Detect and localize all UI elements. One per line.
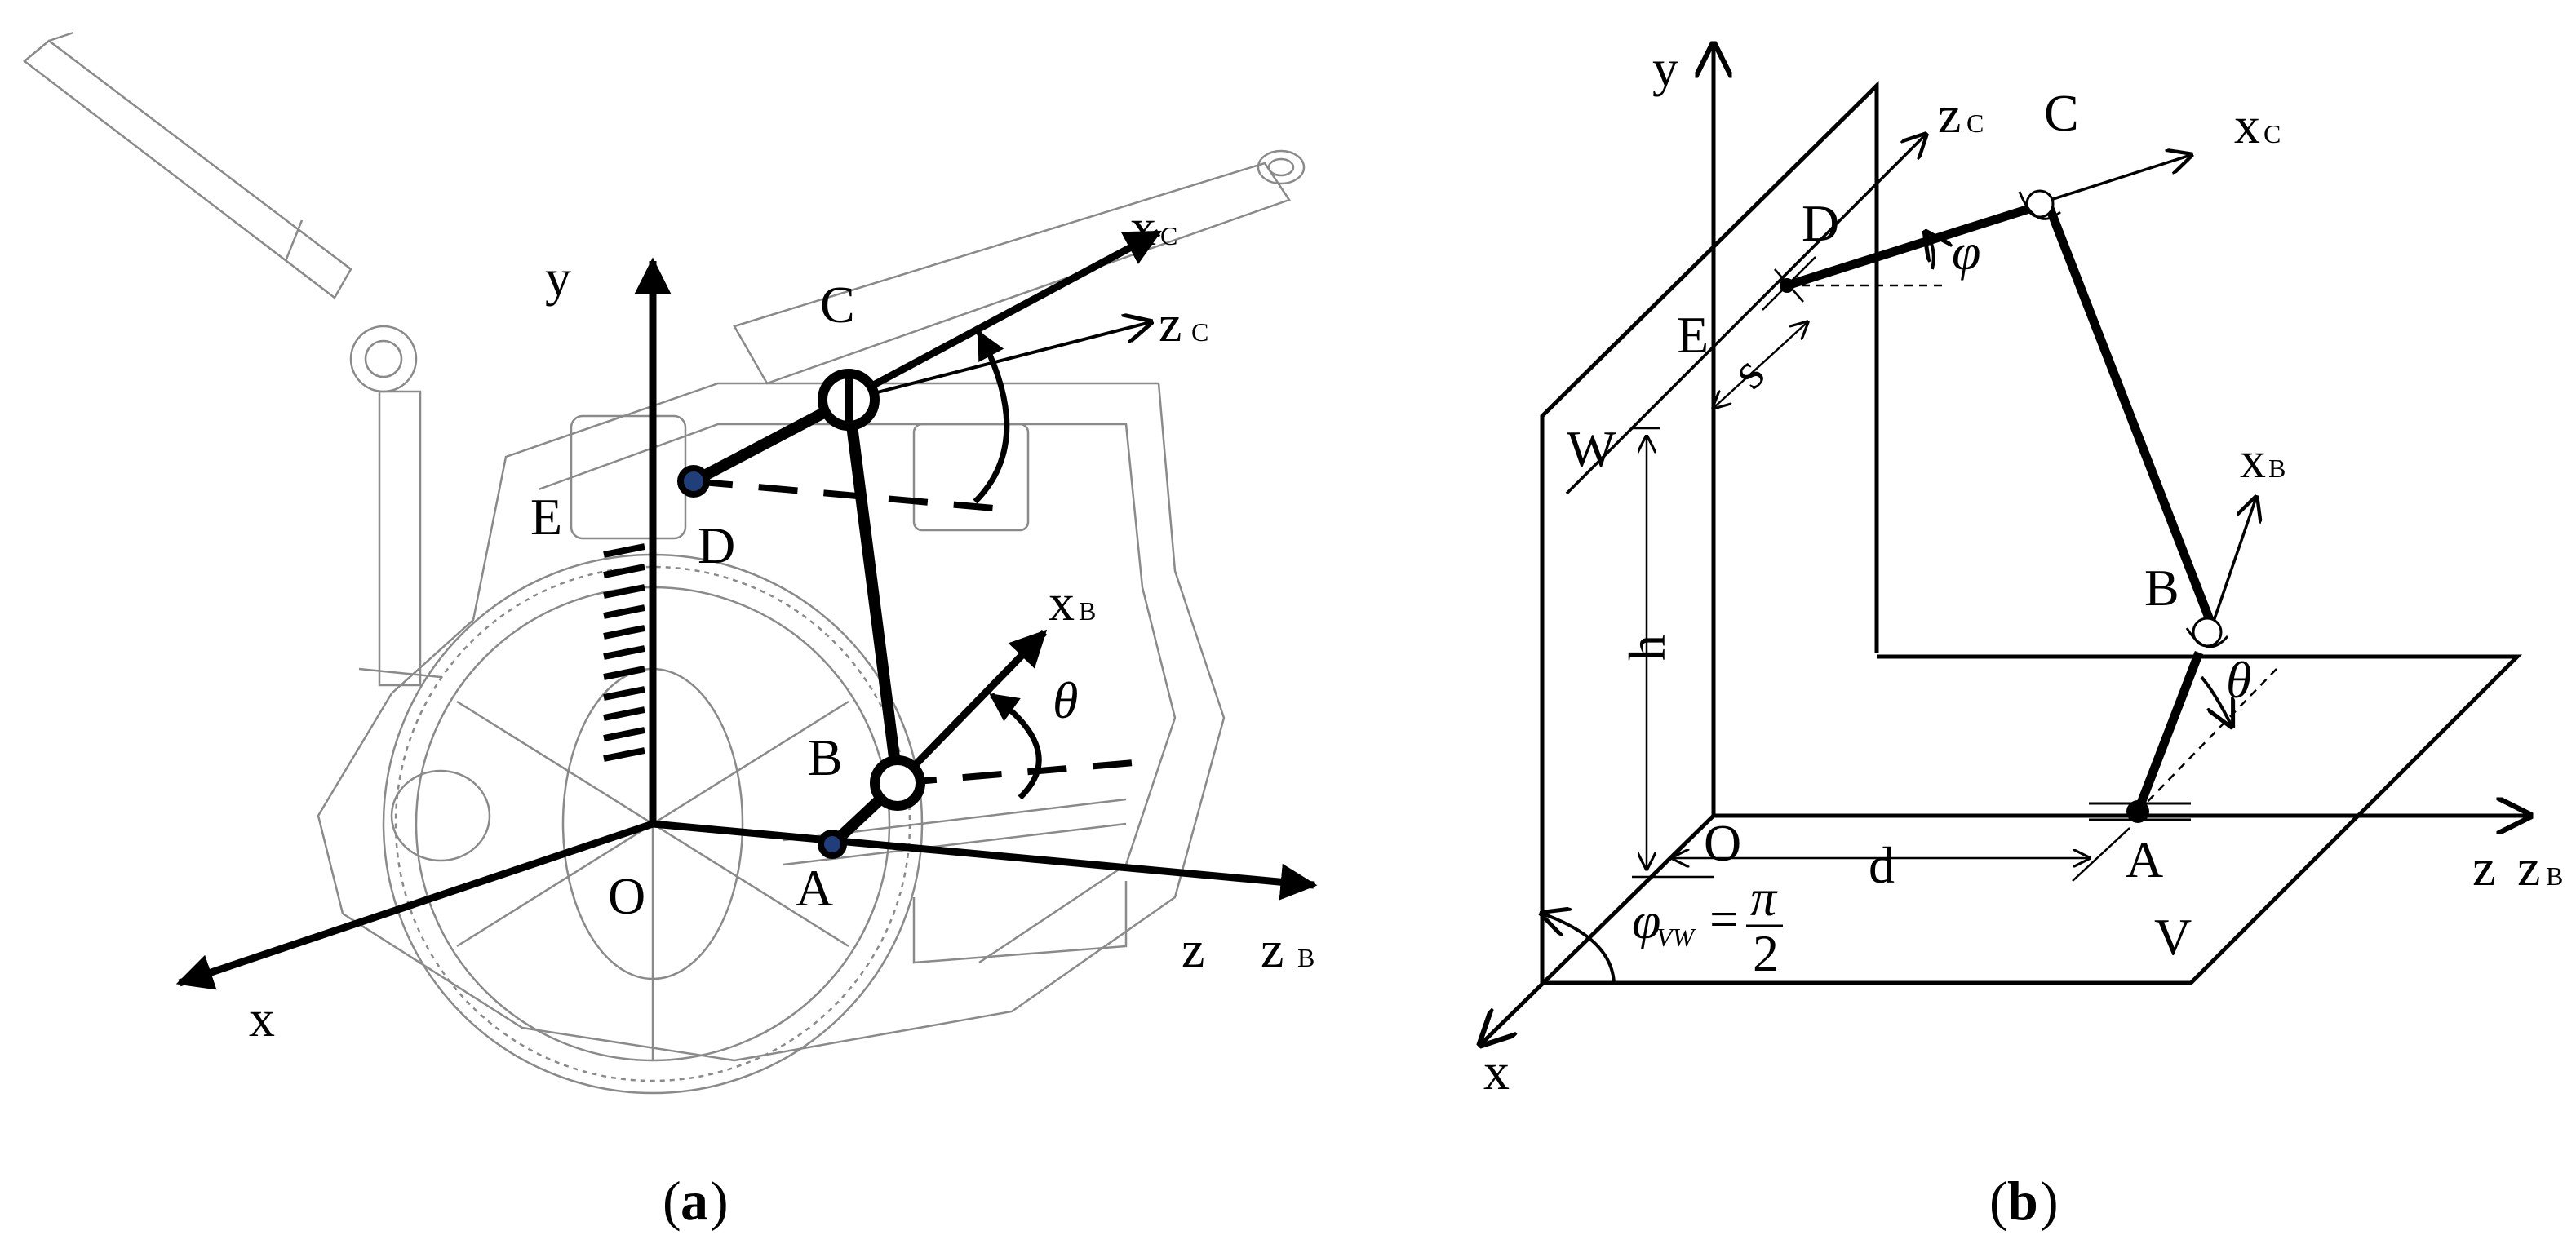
label-zB-sub: B	[1297, 943, 1315, 972]
label-xB: x	[1049, 573, 1075, 631]
zC-axis-b	[1565, 135, 1926, 495]
label-D: D	[698, 516, 735, 574]
label-s: s	[1720, 344, 1776, 400]
joint-B	[870, 755, 925, 811]
label-phi: φ	[1952, 223, 1980, 281]
labels-a: y x z z B O A B C D E θ x B x C z C	[249, 198, 1315, 1047]
panel-b: y x z z B O A B C D E W V h d s θ φ x B …	[1481, 39, 2563, 1232]
plane-W	[1540, 81, 1879, 983]
joints-a	[677, 369, 925, 859]
label-W: W	[1567, 420, 1616, 478]
ref-line-B	[897, 759, 1135, 786]
label-eq: =	[1709, 890, 1739, 948]
label-B: B	[808, 728, 843, 786]
planes-b	[1540, 81, 2523, 985]
caption-a-open: (	[663, 1170, 681, 1232]
label-zC-sub: C	[1191, 317, 1208, 347]
label-theta-b: θ	[2226, 651, 2251, 709]
label-y: y	[545, 249, 571, 307]
label-z: z	[1182, 920, 1204, 978]
dim-s	[1714, 322, 1807, 408]
label-zC: z	[1159, 294, 1182, 352]
label-xB-b: x	[2240, 431, 2266, 489]
label-V: V	[2154, 908, 2192, 966]
caption-b-close: )	[2040, 1170, 2059, 1232]
axes-a	[175, 257, 1318, 990]
label-xC-b: x	[2234, 96, 2260, 154]
label-z-b: z	[2472, 839, 2495, 896]
x-axis	[175, 820, 654, 990]
joint-A-b	[2126, 800, 2149, 823]
label-D-b: D	[1802, 194, 1839, 252]
link-BA-b	[2133, 651, 2204, 813]
label-x-b: x	[1483, 1042, 1510, 1100]
label-xB-sub: B	[1079, 596, 1096, 626]
angle-arc-phivw	[1542, 914, 1616, 984]
label-phivw-sub: VW	[1656, 923, 1697, 952]
label-O: O	[608, 867, 645, 925]
z-axis	[652, 820, 1318, 901]
caption-a-letter: a	[681, 1170, 708, 1232]
joint-D-b	[1780, 278, 1794, 293]
angle-arc-C	[973, 330, 1010, 504]
label-zB: z	[1261, 920, 1284, 978]
label-h: h	[1618, 635, 1676, 661]
label-E: E	[530, 488, 562, 546]
label-y-b: y	[1652, 39, 1678, 97]
label-x: x	[249, 989, 275, 1047]
dimensions-b	[1632, 256, 2130, 882]
label-C: C	[820, 276, 855, 334]
angle-arc-phi	[1926, 232, 1934, 270]
panel-a: y x z z B O A B C D E θ x B x C z C ( a …	[22, 31, 1318, 1232]
label-zB-b: z	[2517, 839, 2540, 896]
label-zB-sub-b: B	[2546, 861, 2563, 891]
angle-arc-theta-b	[2200, 675, 2232, 726]
label-xC: x	[1130, 198, 1156, 256]
link-CB	[843, 399, 903, 784]
label-phivw: φ	[1632, 892, 1660, 949]
label-A: A	[796, 859, 833, 917]
label-E-b: E	[1677, 306, 1709, 364]
caption-a: ( a )	[663, 1170, 729, 1232]
joints-b	[1780, 189, 2229, 823]
label-xC-sub-b: C	[2263, 119, 2281, 148]
label-two: 2	[1753, 924, 1779, 982]
link-CB-b	[2043, 202, 2216, 626]
axis-xB	[894, 629, 1048, 786]
angle-arc-theta	[989, 693, 1042, 800]
label-C-b: C	[2044, 84, 2079, 142]
ref-line-A	[2137, 668, 2277, 812]
ref-line-D	[693, 478, 1013, 513]
axis-xC	[691, 229, 1162, 485]
joint-A	[818, 830, 847, 859]
label-xC-sub: C	[1160, 221, 1177, 250]
xB-axis-b	[2210, 498, 2256, 629]
label-zC-b: z	[1938, 86, 1961, 144]
label-B-b: B	[2144, 559, 2179, 617]
mechanism-sketch	[22, 31, 1306, 1095]
label-A-b: A	[2126, 830, 2163, 888]
rack-teeth	[603, 543, 645, 762]
label-xB-sub-b: B	[2268, 454, 2286, 483]
linkage-a	[690, 229, 1162, 849]
labels-b: y x z z B O A B C D E W V h d s θ φ x B …	[1483, 39, 2563, 1100]
caption-b-open: (	[1989, 1170, 2008, 1232]
label-zC-sub-b: C	[1966, 108, 1984, 138]
caption-a-close: )	[710, 1170, 729, 1232]
caption-b: ( b )	[1989, 1170, 2059, 1232]
label-pi: π	[1750, 869, 1778, 927]
link-DC-b	[1785, 203, 2033, 290]
caption-b-letter: b	[2007, 1170, 2038, 1232]
label-theta: θ	[1053, 671, 1078, 729]
label-d: d	[1869, 836, 1895, 894]
joint-D	[677, 465, 710, 498]
label-O-b: O	[1704, 814, 1741, 872]
